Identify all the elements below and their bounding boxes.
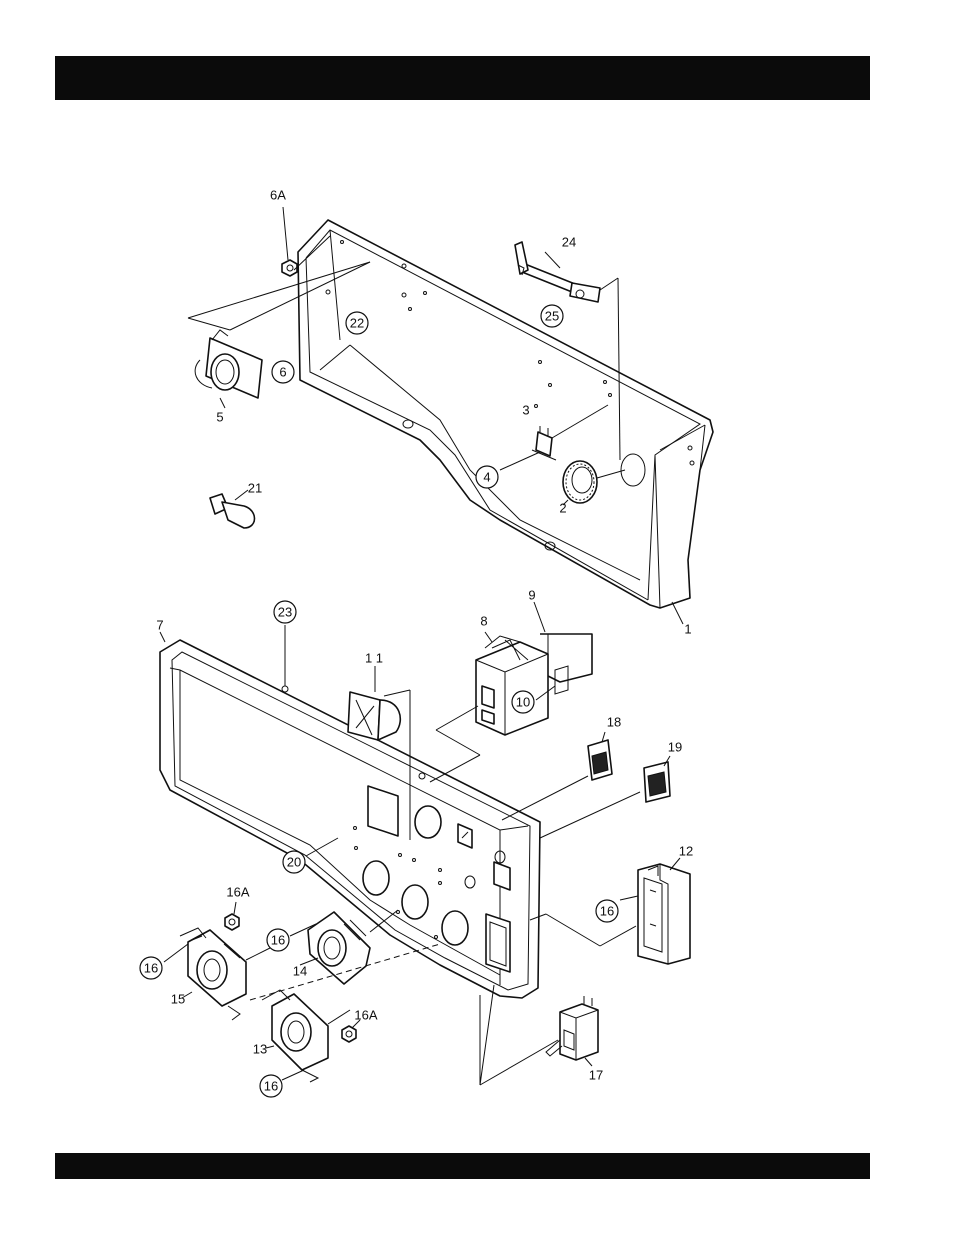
callout-18: 18 xyxy=(607,714,621,729)
callout-22: 22 xyxy=(350,315,364,330)
callout-7: 7 xyxy=(156,617,163,632)
callout-16-right: 16 xyxy=(600,903,614,918)
rocker-switch-18 xyxy=(502,732,612,820)
callout-19: 19 xyxy=(668,739,682,754)
callout-2: 2 xyxy=(559,500,566,515)
callout-6a-top: 6A xyxy=(270,187,286,202)
twistlock-13 xyxy=(262,990,350,1082)
callout-5: 5 xyxy=(216,409,223,424)
callout-24: 24 xyxy=(562,234,576,249)
callout-23: 23 xyxy=(278,604,292,619)
rear-housing xyxy=(298,220,713,608)
callout-8: 8 xyxy=(480,613,487,628)
callout-1: 1 xyxy=(684,621,691,636)
bulb-21 xyxy=(210,490,255,528)
toggle-switch-17 xyxy=(480,985,598,1085)
callout-12: 12 xyxy=(679,843,693,858)
callout-11: 1 1 xyxy=(365,650,383,665)
nut-16a-left xyxy=(225,902,239,930)
callout-13: 13 xyxy=(253,1041,267,1056)
callout-16-bottom: 16 xyxy=(264,1078,278,1093)
twistlock-15 xyxy=(180,928,270,1020)
callout-3: 3 xyxy=(522,402,529,417)
callout-25: 25 xyxy=(545,308,559,323)
callout-14: 14 xyxy=(293,963,307,978)
callout-16-mid: 16 xyxy=(271,932,285,947)
callout-17: 17 xyxy=(589,1067,603,1082)
callout-16-left: 16 xyxy=(144,960,158,975)
callout-4: 4 xyxy=(483,469,490,484)
nut-16a-bottom xyxy=(342,1020,360,1042)
callout-15: 15 xyxy=(171,991,185,1006)
callout-20: 20 xyxy=(287,854,301,869)
twistlock-14 xyxy=(300,910,398,984)
callout-10: 10 xyxy=(516,694,530,709)
callout-9: 9 xyxy=(528,587,535,602)
callout-16a-left: 16A xyxy=(226,884,249,899)
callout-21: 21 xyxy=(248,480,262,495)
callout-6: 6 xyxy=(279,364,286,379)
breaker-8 xyxy=(430,602,592,782)
callout-16a-bottom: 16A xyxy=(354,1007,377,1022)
